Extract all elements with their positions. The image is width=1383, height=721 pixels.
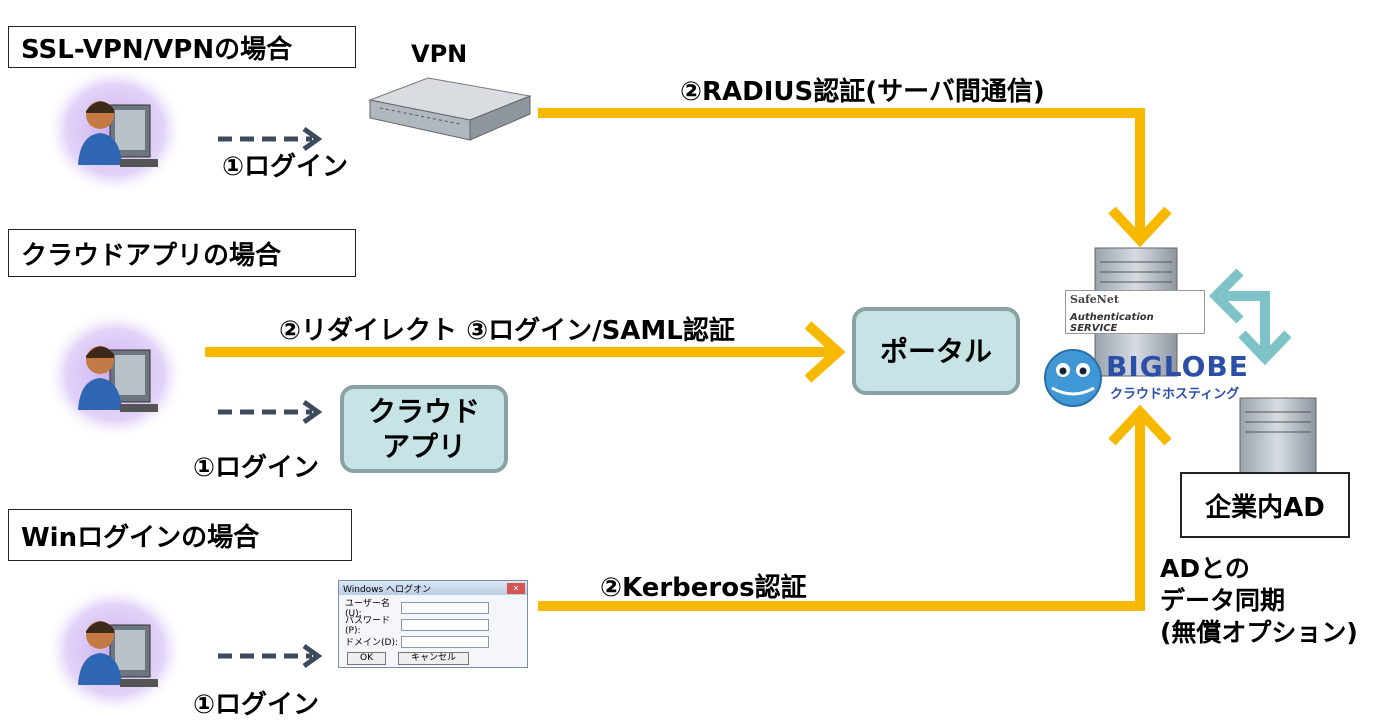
dialog-buttons: OK キャンセル [339,652,527,665]
dialog-title: Windows へログオン [343,584,432,595]
section-title-vpn: SSL-VPN/VPNの場合 [8,26,356,68]
user-icon-vpn [45,65,185,195]
login-label-win: ①ログイン [193,690,320,720]
kerberos-arrow [538,404,1172,611]
ok-button[interactable]: OK [347,652,386,665]
login-label-cloud: ①ログイン [193,453,320,483]
login-label-vpn: ①ログイン [222,152,349,182]
radius-arrow [538,108,1172,248]
dialog-titlebar: Windows へログオン ✕ [339,581,527,595]
domain-field[interactable] [401,635,489,648]
sync-note-line1: ADとの [1160,554,1250,583]
cancel-button[interactable]: キャンセル [398,652,470,665]
dialog-domain-row: ドメイン(D): [339,633,527,650]
dashed-arrow-vpn [218,126,323,152]
safenet-logo: SafeNet Authentication SERVICE [1065,290,1205,334]
cloud-app-box: クラウド アプリ [340,385,508,473]
section-title-cloud: クラウドアプリの場合 [8,229,356,277]
close-icon[interactable]: ✕ [507,582,525,594]
ad-box: 企業内AD [1180,472,1350,538]
safenet-logo-sub: Authentication SERVICE [1070,312,1154,334]
redirect-arrow [205,321,846,383]
dialog-domain-label: ドメイン(D): [345,638,398,648]
section-title-win: Winログインの場合 [8,509,352,561]
user-icon-win [45,585,185,715]
redirect-label: ②リダイレクト ③ログイン/SAML認証 [279,316,735,346]
user-icon-cloud [45,310,185,440]
dialog-user-row: ユーザー名(U): [339,599,527,619]
dashed-arrow-cloud [218,399,323,425]
username-field[interactable] [401,601,489,614]
ad-sync-arrow [1208,268,1292,366]
dialog-user-label: ユーザー名(U): [345,599,390,619]
radius-label: ②RADIUS認証(サーバ間通信) [680,77,1045,107]
biglobe-logo-text: BIGLOBE [1106,350,1249,383]
portal-box: ポータル [852,307,1020,395]
dialog-password-row: パスワード(P): [339,616,527,636]
sync-note-line3: (無償オプション) [1160,618,1358,647]
windows-logon-dialog: Windows へログオン ✕ ユーザー名(U): パスワード(P): ドメイン… [338,580,528,668]
sync-note: ADとの データ同期 (無償オプション) [1160,553,1358,649]
dialog-password-label: パスワード(P): [345,616,391,636]
safenet-logo-name: SafeNet [1070,293,1119,306]
sync-note-line2: データ同期 [1160,586,1286,615]
biglobe-logo-sub: クラウドホスティング [1110,387,1240,402]
biglobe-logo-icon [1044,349,1102,407]
dashed-arrow-win [218,643,323,669]
portal-label: ポータル [879,334,992,368]
vpn-device-icon [368,77,532,141]
vpn-device-label: VPN [411,40,468,68]
cloud-app-label-line1: クラウド [367,395,480,428]
cloud-app-label-line2: アプリ [381,430,466,463]
password-field[interactable] [401,618,489,631]
kerberos-label: ②Kerberos認証 [600,573,807,603]
